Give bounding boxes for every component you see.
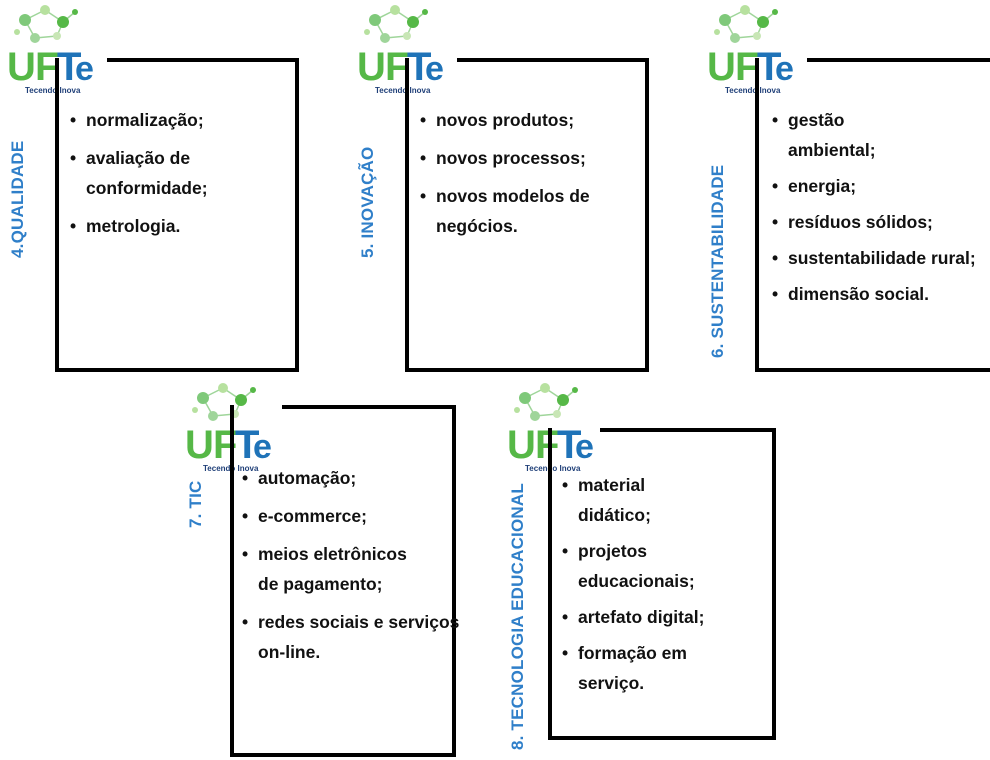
list-item: metrologia. bbox=[70, 211, 290, 241]
list-item: projetos educacionais; bbox=[562, 536, 748, 596]
list-item: redes sociais e serviços on-line. bbox=[242, 607, 463, 667]
label-qualidade: 4.QUALIDADE bbox=[8, 140, 27, 258]
list-sustentabilidade: gestão ambiental; energia; resíduos sóli… bbox=[772, 105, 987, 309]
list-item: novos processos; bbox=[420, 143, 640, 173]
list-item: dimensão social. bbox=[772, 279, 987, 309]
label-tecnologia-educacional: 8. TECNOLOGIA EDUCACIONAL bbox=[508, 483, 527, 750]
list-item: artefato digital; bbox=[562, 602, 772, 632]
box-inovacao bbox=[405, 58, 649, 372]
list-item: gestão ambiental; bbox=[772, 105, 918, 165]
box-sustentabilidade bbox=[755, 58, 990, 372]
list-item: e-commerce; bbox=[242, 501, 452, 531]
label-inovacao: 5. INOVAÇÃO bbox=[358, 146, 377, 258]
list-qualidade: normalização; avaliação de conformidade;… bbox=[70, 105, 290, 241]
list-item: avaliação de conformidade; bbox=[70, 143, 290, 203]
list-tecnologia-educacional: material didático; projetos educacionais… bbox=[562, 470, 772, 698]
box-tic bbox=[230, 405, 456, 757]
label-sustentabilidade: 6. SUSTENTABILIDADE bbox=[708, 164, 727, 358]
list-item: formação em serviço. bbox=[562, 638, 728, 698]
list-item: automação; bbox=[242, 463, 452, 493]
list-item: resíduos sólidos; bbox=[772, 207, 987, 237]
list-item: normalização; bbox=[70, 105, 290, 135]
list-tic: automação; e-commerce; meios eletrônicos… bbox=[242, 463, 459, 667]
list-item: material didático; bbox=[562, 470, 698, 530]
list-item: meios eletrônicos de pagamento; bbox=[242, 539, 428, 599]
list-item: sustentabilidade rural; bbox=[772, 243, 988, 273]
label-tic: 7. TIC bbox=[186, 480, 205, 529]
list-inovacao: novos produtos; novos processos; novos m… bbox=[420, 105, 640, 241]
box-tecnologia-educacional bbox=[548, 428, 776, 740]
list-item: novos produtos; bbox=[420, 105, 640, 135]
list-item: novos modelos de negócios. bbox=[420, 181, 640, 241]
list-item: energia; bbox=[772, 171, 987, 201]
box-qualidade bbox=[55, 58, 299, 372]
